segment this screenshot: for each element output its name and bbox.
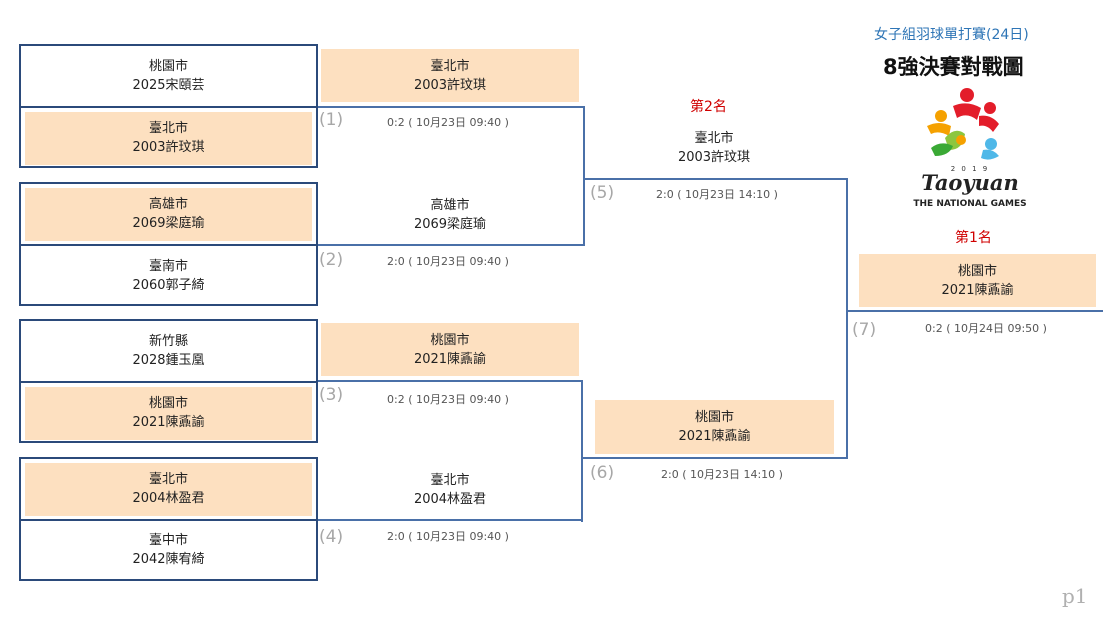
round2-w2: 高雄市 2069梁庭瑜 — [321, 196, 579, 234]
rank-second-label: 第2名 — [690, 99, 727, 115]
bracket-line-m1-vert — [583, 106, 585, 246]
winner-highlight-3 — [25, 387, 312, 440]
player-3: 高雄市 2069梁庭瑜 — [19, 195, 318, 233]
round3-highlight-w6 — [595, 400, 834, 454]
match-number-1: (1) — [319, 110, 344, 130]
round2-w2-city: 高雄市 — [430, 198, 470, 213]
round3-w6: 桃園市 2021陳鼒諭 — [595, 408, 834, 446]
round2-w3-name: 2021陳鼒諭 — [413, 352, 487, 367]
player-4: 臺南市 2060郭子綺 — [19, 257, 318, 295]
champion: 桃園市 2021陳鼒諭 — [859, 262, 1096, 300]
round3-w5-name: 2003許玟琪 — [677, 150, 751, 165]
player-8-name: 2042陳宥綺 — [132, 552, 205, 567]
bracket-line-m5-top — [585, 178, 847, 180]
match-score-2: 2:0 ( 10月23日 09:40 ) — [387, 255, 509, 268]
champion-city: 桃園市 — [957, 264, 997, 279]
round2-w1-name: 2003許玟琪 — [413, 78, 487, 93]
logo-caption: THE NATIONAL GAMES — [913, 199, 1027, 209]
match-number-4: (4) — [319, 527, 344, 547]
logo-year: 2 0 1 9 — [950, 165, 990, 173]
match-score-4: 2:0 ( 10月23日 09:40 ) — [387, 530, 509, 543]
player-7-city: 臺北市 — [148, 472, 188, 487]
page-label: p1 — [1062, 584, 1088, 608]
bracket-title: 8強決賽對戰圖 — [883, 55, 1024, 79]
round2-w4-city: 臺北市 — [430, 473, 470, 488]
player-box-1 — [19, 44, 318, 108]
player-box-8 — [19, 519, 318, 581]
player-3-city: 高雄市 — [148, 197, 188, 212]
figures-icon — [927, 88, 999, 160]
round2-highlight-w1 — [321, 49, 579, 102]
player-1-city: 桃園市 — [148, 59, 188, 74]
match-score-7: 0:2 ( 10月24日 09:50 ) — [925, 322, 1047, 335]
match-number-3: (3) — [319, 385, 344, 405]
player-8-city: 臺中市 — [148, 533, 188, 548]
round3-w5-city: 臺北市 — [694, 131, 734, 146]
round2-w1: 臺北市 2003許玟琪 — [321, 57, 579, 95]
player-8: 臺中市 2042陳宥綺 — [19, 531, 318, 569]
player-1-name: 2025宋頤芸 — [132, 78, 205, 93]
bracket-line-m6-bottom — [583, 457, 847, 459]
player-4-city: 臺南市 — [148, 259, 188, 274]
player-6-city: 桃園市 — [148, 396, 188, 411]
bracket-line-m5-vert — [846, 178, 848, 459]
match-number-5: (5) — [590, 183, 615, 203]
round2-w4: 臺北市 2004林盈君 — [321, 471, 579, 509]
round2-w4-name: 2004林盈君 — [413, 492, 487, 507]
player-4-name: 2060郭子綺 — [132, 278, 205, 293]
rank-first-label: 第1名 — [955, 230, 992, 246]
bracket-line-m3-bottom — [318, 519, 583, 521]
player-3-name: 2069梁庭瑜 — [132, 216, 205, 231]
match-score-1: 0:2 ( 10月23日 09:40 ) — [387, 116, 509, 129]
round2-w3: 桃園市 2021陳鼒諭 — [321, 331, 579, 369]
match-number-7: (7) — [852, 320, 877, 340]
bracket-line-m3-top — [318, 380, 582, 382]
champion-highlight — [859, 254, 1096, 307]
round2-w2-name: 2069梁庭瑜 — [413, 217, 487, 232]
round3-w6-city: 桃園市 — [694, 410, 734, 425]
match-score-6: 2:0 ( 10月23日 14:10 ) — [661, 468, 783, 481]
player-2-city: 臺北市 — [148, 121, 188, 136]
player-6: 桃園市 2021陳鼒諭 — [19, 394, 318, 432]
bracket-line-m1-top — [318, 106, 584, 108]
winner-highlight-4 — [25, 463, 312, 516]
match-score-3: 0:2 ( 10月23日 09:40 ) — [387, 393, 509, 406]
player-box-5 — [19, 319, 318, 383]
player-box-4 — [19, 244, 318, 306]
winner-highlight-2 — [25, 188, 312, 241]
player-5-name: 2028鍾玉凰 — [132, 353, 205, 368]
player-5-city: 新竹縣 — [148, 334, 188, 349]
round3-w6-name: 2021陳鼒諭 — [678, 429, 751, 444]
national-games-logo: 2 0 1 9 Taoyuan THE NATIONAL GAMES — [905, 86, 1035, 216]
round2-w1-city: 臺北市 — [430, 59, 470, 74]
match-number-6: (6) — [590, 463, 615, 483]
match-number-2: (2) — [319, 250, 344, 270]
winner-highlight-1 — [25, 112, 312, 165]
champion-name: 2021陳鼒諭 — [941, 283, 1014, 298]
player-2-name: 2003許玟琪 — [132, 140, 205, 155]
match-score-5: 2:0 ( 10月23日 14:10 ) — [656, 188, 778, 201]
bracket-line-m3-vert — [581, 380, 583, 522]
player-1: 桃園市 2025宋頤芸 — [19, 57, 318, 95]
player-2: 臺北市 2003許玟琪 — [19, 119, 318, 157]
bracket-line-final — [847, 310, 1103, 312]
round3-w5: 臺北市 2003許玟琪 — [595, 129, 833, 167]
round2-w3-city: 桃園市 — [430, 333, 470, 348]
player-7: 臺北市 2004林盈君 — [19, 470, 318, 508]
player-5: 新竹縣 2028鍾玉凰 — [19, 332, 318, 370]
player-7-name: 2004林盈君 — [132, 491, 205, 506]
bracket-line-m1-bottom — [318, 244, 584, 246]
logo-wordmark: Taoyuan — [921, 170, 1019, 195]
player-6-name: 2021陳鼒諭 — [132, 415, 205, 430]
round2-highlight-w3 — [321, 323, 579, 376]
event-subtitle: 女子組羽球單打賽(24日) — [874, 27, 1029, 43]
